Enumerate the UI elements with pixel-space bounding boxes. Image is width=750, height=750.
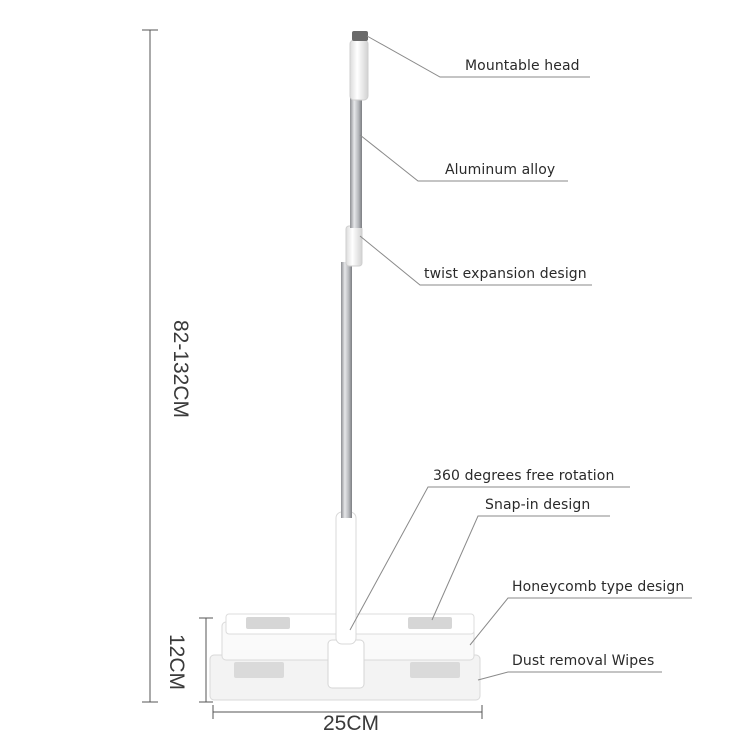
- mountable-head-cap: [352, 31, 368, 41]
- callout-line-mountable-head: [366, 35, 590, 78]
- snap-in-clip-right: [408, 617, 452, 629]
- feature-label-twist-expansion: twist expansion design: [424, 266, 587, 282]
- mop-head: [209, 613, 481, 701]
- callout-lines: [349, 35, 692, 681]
- callout-line-honeycomb: [469, 597, 692, 646]
- callout-line-wipes: [477, 671, 662, 681]
- upper-aluminum-pole: [350, 98, 362, 228]
- snap-in-clip-left: [246, 617, 290, 629]
- feature-label-wipes: Dust removal Wipes: [512, 653, 655, 669]
- callout-line-snap-in: [431, 515, 610, 621]
- honeycomb-panel-left: [234, 662, 284, 678]
- callout-line-rotation: [349, 486, 630, 631]
- mop-handle: [335, 31, 369, 645]
- head-height-dimension-line: [199, 617, 213, 703]
- center-joint-base: [327, 639, 365, 689]
- callout-line-aluminum-alloy: [359, 134, 568, 182]
- feature-label-aluminum-alloy: Aluminum alloy: [445, 162, 556, 178]
- height-dimension-label: 82-132CM: [169, 319, 192, 419]
- height-dimension-line: [142, 29, 158, 703]
- head-height-dimension-label: 12CM: [165, 633, 188, 691]
- width-dimension-line: [212, 705, 483, 719]
- width-dimension-label: 25CM: [322, 712, 380, 735]
- honeycomb-panel-right: [410, 662, 460, 678]
- feature-label-snap-in: Snap-in design: [485, 497, 591, 513]
- feature-label-mountable-head: Mountable head: [465, 58, 580, 74]
- grip-handle: [349, 39, 369, 101]
- lower-aluminum-pole: [341, 262, 352, 518]
- twist-lock-collar: [345, 225, 363, 267]
- feature-label-honeycomb: Honeycomb type design: [512, 579, 685, 595]
- feature-label-rotation: 360 degrees free rotation: [433, 468, 615, 484]
- callout-line-twist-expansion: [359, 235, 592, 286]
